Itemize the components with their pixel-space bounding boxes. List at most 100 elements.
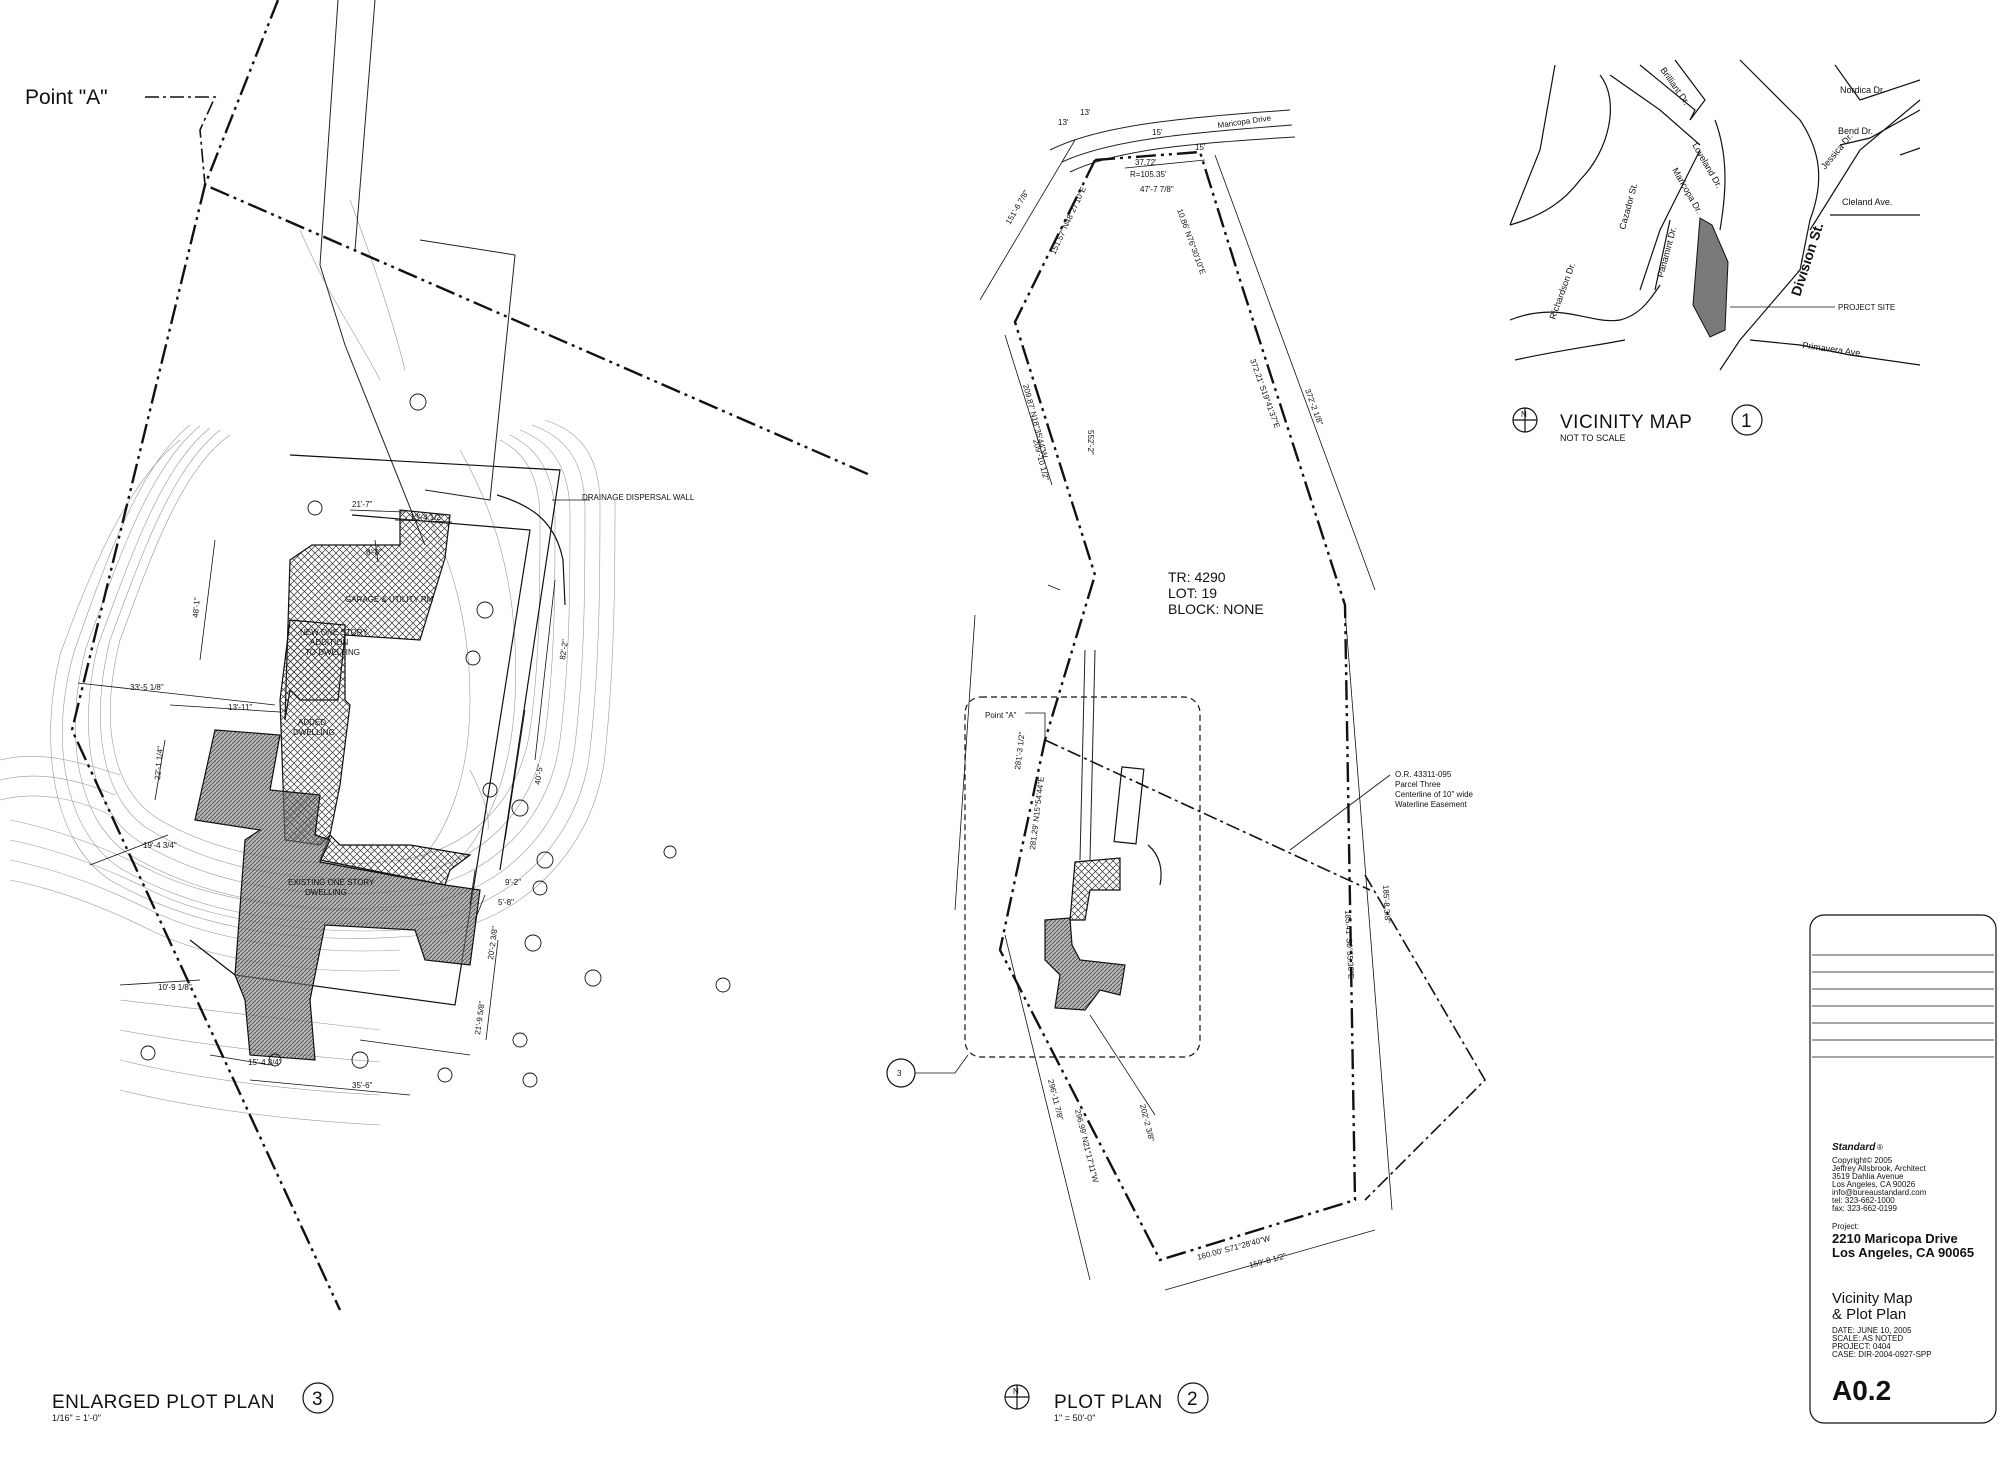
svg-text:PLOT PLAN: PLOT PLAN	[1054, 1392, 1163, 1413]
svg-text:Maricopa Dr.: Maricopa Dr.	[1670, 166, 1704, 215]
callout-3: 3	[897, 1069, 902, 1078]
svg-text:Division St.: Division St.	[1788, 220, 1827, 297]
svg-text:2: 2	[1187, 1389, 1198, 1410]
view-title-1: N VICINITY MAP 1 NOT TO SCALE	[1512, 404, 1763, 443]
garage-label: GARAGE & UTILITY RM	[345, 595, 434, 604]
svg-text:5'-8": 5'-8"	[498, 898, 514, 907]
svg-text:33'-5 1/8": 33'-5 1/8"	[130, 683, 164, 692]
svg-text:ENLARGED PLOT PLAN: ENLARGED PLOT PLAN	[52, 1392, 275, 1413]
easement-3: Centerline of 10" wide	[1395, 790, 1474, 799]
svg-text:Loveland Dr.: Loveland Dr.	[1690, 141, 1724, 190]
svg-text:1/16" = 1'-0": 1/16" = 1'-0"	[52, 1413, 101, 1423]
north-arrow-1: N	[1521, 410, 1527, 419]
svg-text:NOT TO SCALE: NOT TO SCALE	[1560, 433, 1626, 443]
svg-text:SCALE: AS NOTED: SCALE: AS NOTED	[1832, 1334, 1903, 1343]
lot-boundary	[998, 150, 1357, 1262]
project-site-label: PROJECT SITE	[1838, 303, 1895, 312]
leader-point-a	[145, 96, 217, 186]
svg-text:15': 15'	[1195, 143, 1206, 152]
svg-text:151.57' N48°27'10"E: 151.57' N48°27'10"E	[1049, 185, 1088, 256]
svg-text:PROJECT: 0404: PROJECT: 0404	[1832, 1342, 1891, 1351]
trees	[140, 393, 731, 1088]
svg-text:19'-4 3/4": 19'-4 3/4"	[143, 841, 177, 850]
svg-text:3: 3	[312, 1389, 323, 1410]
north-arrow-2: N	[1013, 1387, 1019, 1396]
svg-text:Primavera Ave.: Primavera Ave.	[1802, 340, 1864, 358]
svg-text:281'-3 1/2": 281'-3 1/2"	[1013, 731, 1027, 770]
project-address-1: 2210 Maricopa Drive	[1832, 1231, 1958, 1246]
svg-text:35'-6": 35'-6"	[352, 1081, 373, 1090]
svg-text:372.21' S19°41'37"E: 372.21' S19°41'37"E	[1248, 358, 1281, 430]
svg-text:159'-8 1/2": 159'-8 1/2"	[1248, 1251, 1287, 1270]
project-site-parcel	[1692, 217, 1729, 338]
new-addition	[279, 619, 351, 846]
svg-text:185.41' S0°55.30"E: 185.41' S0°55.30"E	[1343, 910, 1356, 980]
existing-label-1: EXISTING ONE STORY	[288, 878, 375, 887]
svg-text:CASE: DIR-2004-0927-SPP: CASE: DIR-2004-0927-SPP	[1832, 1350, 1932, 1359]
svg-text:tel: 323-662-1000: tel: 323-662-1000	[1832, 1196, 1895, 1205]
svg-text:37.72': 37.72'	[1135, 158, 1157, 167]
existing-label-2: DWELLING	[305, 888, 347, 897]
svg-text:Jeffrey Allsbrook, Architect: Jeffrey Allsbrook, Architect	[1832, 1164, 1926, 1173]
svg-text:15'-4 3/4": 15'-4 3/4"	[248, 1058, 282, 1067]
svg-text:372'-2 1/8": 372'-2 1/8"	[1303, 388, 1325, 427]
svg-text:Copyright© 2005: Copyright© 2005	[1832, 1156, 1893, 1165]
enlarged-dim-labels: 21'-7" 13'-4 1/2" 8'-8" 48'-1" 33'-5 1/8…	[130, 500, 570, 1090]
svg-text:552'-2": 552'-2"	[1086, 430, 1095, 455]
svg-text:Cleland Ave.: Cleland Ave.	[1842, 197, 1892, 207]
enlarged-area-box	[964, 696, 1201, 1058]
sheet-title-1: Vicinity Map	[1832, 1290, 1913, 1307]
svg-text:21'-7": 21'-7"	[352, 500, 373, 509]
sheet-title-2: & Plot Plan	[1832, 1306, 1906, 1323]
brand-mark: ®	[1877, 1143, 1883, 1152]
svg-text:Jessica Dr.: Jessica Dr.	[1819, 131, 1855, 171]
svg-text:13'-4 1/2": 13'-4 1/2"	[410, 513, 444, 522]
svg-text:DATE: JUNE 10, 2005: DATE: JUNE 10, 2005	[1832, 1326, 1912, 1335]
enlarged-dimensions	[77, 509, 556, 1096]
easement-1: O.R. 43311-095	[1395, 770, 1452, 779]
svg-text:9'-2": 9'-2"	[505, 878, 521, 887]
svg-text:Brilliant Dr.: Brilliant Dr.	[1658, 65, 1691, 106]
lot-tract: TR: 4290	[1168, 569, 1226, 585]
waterline-easement	[1044, 739, 1487, 1201]
svg-text:8'-8": 8'-8"	[366, 548, 382, 557]
svg-text:1: 1	[1741, 411, 1752, 432]
point-a-small: Point "A"	[985, 711, 1017, 720]
new-addition-label-3: TO DWELLING	[305, 648, 360, 657]
svg-text:Cazador St.: Cazador St.	[1617, 182, 1639, 230]
svg-text:21'-9 5/8": 21'-9 5/8"	[473, 1000, 487, 1035]
svg-text:13'-11": 13'-11"	[228, 703, 252, 712]
svg-text:R=105.35': R=105.35'	[1130, 170, 1167, 179]
svg-text:13': 13'	[1058, 118, 1069, 127]
svg-text:15': 15'	[1152, 128, 1163, 137]
svg-text:VICINITY MAP: VICINITY MAP	[1560, 412, 1692, 433]
svg-text:22'-1 1/4": 22'-1 1/4"	[153, 746, 165, 781]
plot-dim-labels: 151'-6 7/8" 151.57' N48°27'10"E 37.72' R…	[1004, 108, 1392, 1270]
view-title-3: ENLARGED PLOT PLAN 3 1/16" = 1'-0"	[52, 1382, 334, 1423]
maricopa-drive	[1049, 109, 1296, 173]
svg-text:48'-1": 48'-1"	[191, 597, 202, 618]
new-addition-label-1: NEW ONE STORY	[300, 628, 368, 637]
vicinity-map: PROJECT SITE Nordica Dr. Bend Dr. Jessic…	[1509, 59, 1921, 371]
existing-dwelling	[194, 729, 481, 1061]
svg-text:Nordica Dr.: Nordica Dr.	[1840, 85, 1885, 95]
svg-text:3519 Dahlia Avenue: 3519 Dahlia Avenue	[1832, 1172, 1904, 1181]
svg-text:185'-8 3/8": 185'-8 3/8"	[1381, 885, 1392, 924]
svg-text:13': 13'	[1080, 108, 1091, 117]
title-block: Standard ® Copyright© 2005 Jeffrey Allsb…	[1809, 914, 1997, 1424]
svg-text:47'-7 7/8": 47'-7 7/8"	[1140, 185, 1174, 194]
plot-dimensions	[954, 139, 1393, 1291]
svg-text:Richardson Dr.: Richardson Dr.	[1547, 261, 1577, 320]
plot-plan: Maricopa Drive 151'-6 7/8" 151.57' N48°2…	[886, 108, 1487, 1291]
enlarged-plot-plan: Point "A" DRAINAGE DISPERSAL WALL GARAGE…	[0, 0, 871, 1311]
svg-text:296.99' N21°17'11"W: 296.99' N21°17'11"W	[1073, 1108, 1100, 1184]
brand: Standard	[1832, 1142, 1876, 1153]
svg-text:info@bureaustandard.com: info@bureaustandard.com	[1832, 1188, 1927, 1197]
svg-text:1" = 50'-0": 1" = 50'-0"	[1054, 1413, 1095, 1423]
svg-text:202'-2 3/8": 202'-2 3/8"	[1138, 1103, 1156, 1142]
easement-4: Waterline Easement	[1395, 800, 1468, 809]
property-line-enlarged	[203, 0, 871, 477]
svg-text:82'-2": 82'-2"	[558, 639, 570, 661]
project-address-2: Los Angeles, CA 90065	[1832, 1245, 1974, 1260]
